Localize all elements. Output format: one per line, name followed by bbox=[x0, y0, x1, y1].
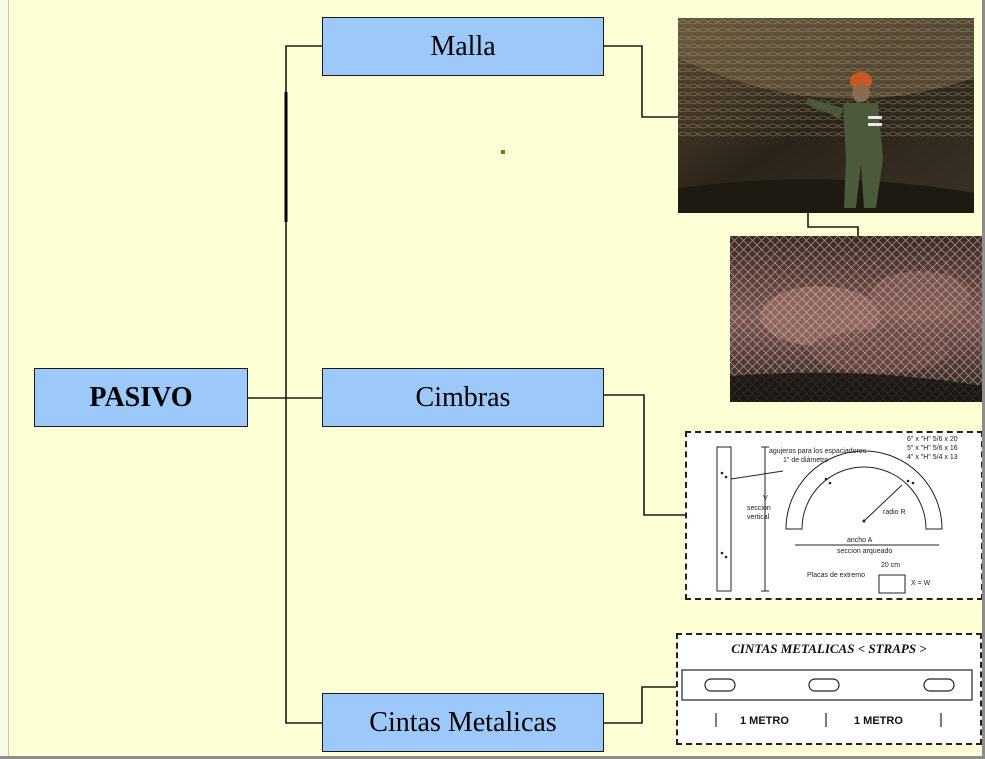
cimbras-label-width: ancho A bbox=[847, 537, 873, 544]
slide-artifact-dot bbox=[501, 150, 505, 154]
miner-figure bbox=[806, 72, 883, 208]
cimbras-spec-2: 5" x "H" 5/6 x 16 bbox=[907, 445, 958, 452]
connector-photo-photo bbox=[807, 213, 859, 236]
cimbras-label-xw: X = W bbox=[911, 580, 931, 587]
node-cintas-label: Cintas Metalicas bbox=[369, 706, 557, 738]
connector-cintas-diagram bbox=[604, 686, 676, 724]
cimbras-spec-3: 4" x "H" 5/4 x 13 bbox=[907, 454, 958, 461]
node-cintas-metalicas: Cintas Metalicas bbox=[322, 693, 604, 752]
node-malla-label: Malla bbox=[430, 30, 496, 62]
connector-root-cintas bbox=[285, 398, 322, 724]
cimbras-diagram: agujeros para los espaciadores 1" de diá… bbox=[685, 431, 982, 600]
cimbras-label-section-v2: vertical bbox=[747, 514, 770, 521]
cimbras-label-section-v: seccion bbox=[747, 505, 771, 512]
cimbras-label-20cm: 20 cm bbox=[881, 562, 900, 569]
strap-title: CINTAS METALICAS < STRAPS > bbox=[731, 641, 927, 656]
strap-drawing bbox=[681, 669, 973, 727]
connector-cimbras-diagram bbox=[604, 394, 686, 516]
arch-support-drawing: agujeros para los espaciadores 1" de diá… bbox=[716, 436, 958, 594]
mesh-rock-image bbox=[730, 236, 982, 402]
malla-photo-mesh bbox=[730, 236, 982, 402]
node-pasivo: PASIVO bbox=[34, 368, 248, 427]
connector-malla-photo bbox=[604, 45, 678, 118]
cimbras-label-holes-2: 1" de diámetro bbox=[783, 457, 828, 464]
cimbras-spec-1: 6" x "H" 5/6 x 20 bbox=[907, 436, 958, 443]
cimbras-label-holes: agujeros para los espaciadores bbox=[769, 448, 867, 455]
cimbras-label-radius: radio R bbox=[883, 509, 906, 516]
strap-meter-1: 1 METRO bbox=[740, 715, 789, 727]
node-cimbras: Cimbras bbox=[322, 368, 604, 427]
node-pasivo-label: PASIVO bbox=[89, 381, 193, 413]
cintas-diagram: CINTAS METALICAS < STRAPS > 1 METRO 1 ME… bbox=[676, 633, 982, 745]
cimbras-label-arched: seccion arqueado bbox=[837, 548, 892, 555]
node-cimbras-label: Cimbras bbox=[415, 381, 511, 413]
malla-photo-miner bbox=[678, 18, 974, 213]
strap-meter-2: 1 METRO bbox=[854, 715, 903, 727]
mine-tunnel-image bbox=[678, 18, 974, 213]
node-malla: Malla bbox=[322, 17, 604, 76]
cimbras-label-v: V bbox=[763, 495, 768, 502]
slide-frame-edge bbox=[0, 0, 9, 756]
cimbras-label-end-plates: Placas de extremo bbox=[807, 572, 865, 579]
